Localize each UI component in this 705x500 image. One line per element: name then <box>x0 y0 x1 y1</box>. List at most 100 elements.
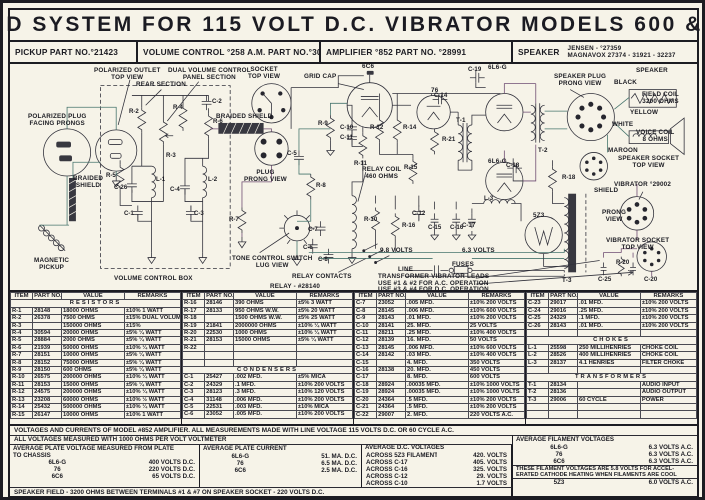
table-cell: 450 VOLTS <box>467 366 526 375</box>
table-cell: 26147 <box>32 410 62 419</box>
table-cell: R-9 <box>9 366 34 375</box>
table-cell: ±10% ¼ WATT <box>123 373 182 382</box>
table-cell: ±10% 200 VOLTS <box>639 306 698 316</box>
table-cell: 390 OHMS <box>232 299 297 308</box>
ref-c16: C-16 <box>450 224 464 231</box>
table-cell: T-2 <box>525 388 550 397</box>
table-cell: ACROSS C-12 <box>366 472 408 480</box>
table-cell: 1.7 VOLTS <box>476 479 508 487</box>
table-cell: 28152 <box>32 358 62 368</box>
table-cell: ±10% 200 VOLTS <box>295 410 354 419</box>
table-cell: 60000 OHMS <box>60 395 125 405</box>
table-cell: ±5% ¼ WATT <box>123 351 182 360</box>
ref-c6: C-6 <box>303 244 313 251</box>
table-cell: 1000 OHMS <box>232 329 297 338</box>
column-header: VALUE <box>232 291 297 301</box>
table-cell: .00035 MFD. <box>404 380 469 390</box>
label-tube-6l6-2: 6L6-G <box>488 158 507 165</box>
table-cell <box>576 388 641 397</box>
table-cell <box>204 314 234 323</box>
table-cell: C-7 <box>353 299 378 308</box>
table-cell: 28133 <box>204 306 234 316</box>
column-header: PART NO. <box>204 291 234 301</box>
ref-r20: R-20 <box>616 259 630 266</box>
table-cell: 29016 <box>548 306 578 316</box>
table-cell: 29007 <box>376 410 406 419</box>
label-volume-control-box: VOLUME CONTROL BOX <box>114 275 193 282</box>
table-cell: 600 OHMS <box>60 366 125 375</box>
table-cell: ±10% 600 VOLTS <box>467 343 526 353</box>
table-cell: C-13 <box>353 343 378 353</box>
ref-c4: C-4 <box>170 186 180 193</box>
table-cell: R-16 <box>181 299 206 308</box>
table-cell: 6C6 <box>51 473 63 481</box>
table-cell: ±10% 400 VOLTS <box>467 329 526 338</box>
table-cell: ±5% ¼ WATT <box>123 336 182 345</box>
table-cell: C-23 <box>525 299 550 308</box>
table-cell: FILTER CHOKE <box>639 358 698 368</box>
table-cell: C-20 <box>353 395 378 405</box>
ref-r12: R-12 <box>370 124 384 131</box>
table-row <box>525 329 698 338</box>
table-cell <box>548 410 578 419</box>
label-9-8-volts: 9.8 VOLTS <box>380 247 413 254</box>
table-cell: 26378 <box>32 314 62 323</box>
ref-r3: R-3 <box>166 152 176 159</box>
table-row <box>525 366 698 375</box>
table-cell <box>376 358 406 368</box>
table-cell: 28884 <box>32 336 62 345</box>
table-cell: 250 MILLIHENRIES <box>576 343 641 353</box>
table-cell: 220 VOLTS A.C. <box>467 410 526 419</box>
table-row <box>525 410 698 419</box>
table-cell: 28924 <box>376 380 406 390</box>
table-cell: 23052 <box>376 299 406 308</box>
table-cell: ±15% DUAL VOLUME CONTROL <box>123 314 182 323</box>
table-cell <box>576 366 641 375</box>
table-cell: R-17 <box>181 306 206 316</box>
parts-header-strip: PICKUP PART NO.°21423 VOLUME CONTROL °25… <box>8 40 699 64</box>
table-cell: 350 VOLTS <box>467 358 526 368</box>
label-rear-section: REAR SECTION <box>136 81 186 88</box>
ref-l3: L-3 <box>484 195 494 202</box>
table-row <box>181 358 354 368</box>
speaker-label: SPEAKER <box>518 47 560 57</box>
table-cell: 15000 OHMS <box>232 336 297 345</box>
table-cell: .5 MFD. <box>404 395 469 405</box>
table-cell: 21939 <box>32 343 62 353</box>
table-cell: C-14 <box>353 351 378 360</box>
table-cell: .1 MFD. <box>576 314 641 323</box>
table-cell: ±5% ¼ WATT <box>123 366 182 375</box>
table-cell <box>181 358 206 368</box>
table-cell: 6.0 VOLTS A.C. <box>648 478 693 486</box>
table-cell: 200000 OHMS <box>60 388 125 397</box>
table-cell: .5 MFD. <box>404 403 469 412</box>
ref-r4: R-4 <box>173 104 183 111</box>
table-cell: 24364 <box>376 395 406 405</box>
note-line-1: VOLTAGES AND CURRENTS OF MODEL #852 AMPL… <box>10 426 697 436</box>
ref-c18: C-18 <box>506 162 520 169</box>
table-cell: C-5 <box>181 403 206 412</box>
label-t2: T-2 <box>538 147 548 154</box>
table-cell: C-21 <box>353 403 378 412</box>
table-cell: R-3 <box>9 321 34 331</box>
table-cell: 10000 OHMS <box>60 410 125 419</box>
